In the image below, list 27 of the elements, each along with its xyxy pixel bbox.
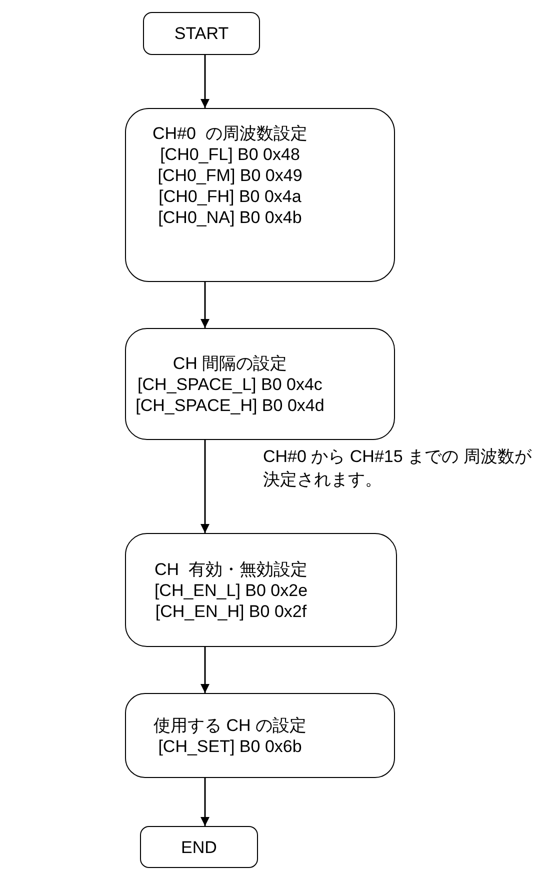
register-text: [CH_SPACE_H] B0 0x4d xyxy=(136,394,324,416)
step-title: CH 有効・無効設定 xyxy=(154,558,308,580)
arrow xyxy=(200,778,210,826)
arrow xyxy=(200,647,210,693)
register-text: [CH_EN_L] B0 0x2e xyxy=(154,580,308,600)
register-text: [CH0_FM] B0 0x49 xyxy=(158,165,302,186)
process-box xyxy=(125,108,395,282)
arrow xyxy=(200,282,210,328)
register-text: [CH0_NA] B0 0x4b xyxy=(158,207,302,228)
register-text: [CH0_FL] B0 0x48 xyxy=(160,144,300,165)
step-title: CH#0 の周波数設定 xyxy=(152,123,308,144)
edge-label: CH#0 から CH#15 までの 周波数が決定されます。 xyxy=(263,446,532,490)
process-box xyxy=(125,693,395,778)
register-text: [CH_EN_H] B0 0x2f xyxy=(155,600,307,622)
step-title: END xyxy=(181,836,217,858)
register-text: [CH_SET] B0 0x6b xyxy=(158,736,302,756)
terminal-box xyxy=(143,12,260,55)
arrow xyxy=(200,440,210,533)
register-text: [CH_SPACE_L] B0 0x4c xyxy=(138,374,322,394)
step-title: CH 間隔の設定 xyxy=(172,352,288,374)
step-title: START xyxy=(174,23,229,44)
register-text: [CH0_FH] B0 0x4a xyxy=(158,186,302,207)
arrow xyxy=(200,55,210,108)
process-box xyxy=(125,328,395,440)
process-box xyxy=(125,533,397,647)
terminal-box xyxy=(140,826,258,868)
step-title: 使用する CH の設定 xyxy=(154,714,306,736)
